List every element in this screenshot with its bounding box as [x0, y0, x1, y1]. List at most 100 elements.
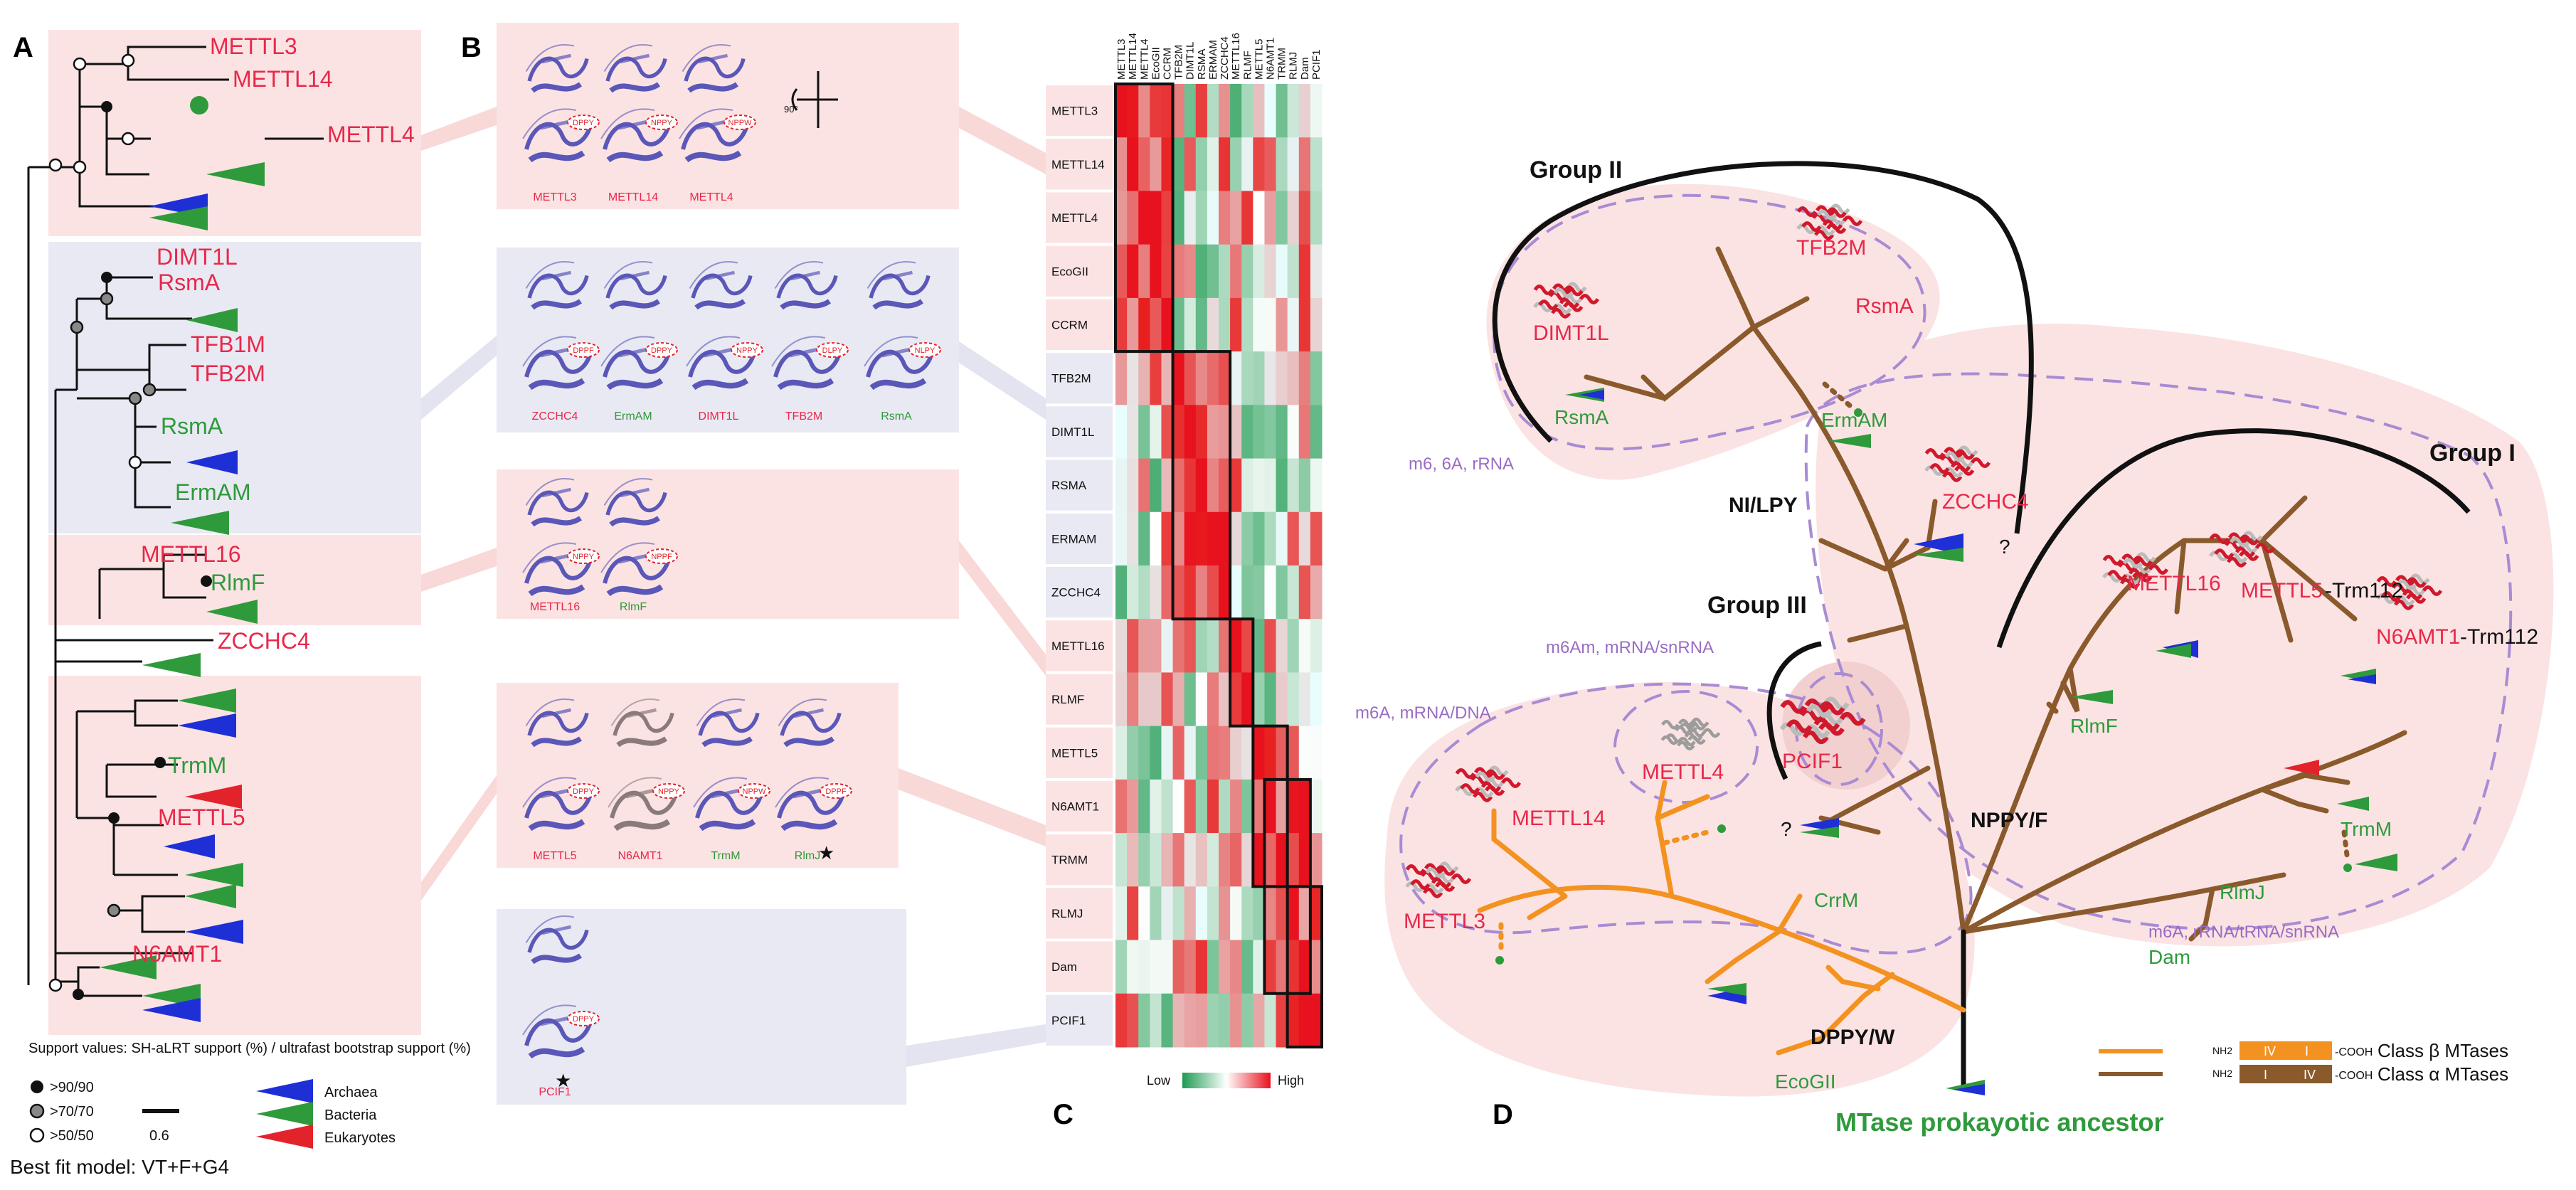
- structure-group-box: [497, 23, 959, 209]
- heatmap-row-label: Dam: [1051, 960, 1077, 974]
- heatmap-cell: [1253, 940, 1265, 994]
- heatmap-cell: [1310, 351, 1323, 405]
- heatmap-cell: [1276, 833, 1288, 887]
- heatmap-cell: [1287, 672, 1300, 727]
- heatmap-cell: [1115, 297, 1128, 352]
- unknown-marker: ?: [1999, 536, 2010, 558]
- heatmap-cell: [1253, 297, 1265, 352]
- support-legend-item: >70/70: [50, 1104, 94, 1120]
- heatmap-cell: [1150, 940, 1162, 994]
- motif-tag-text: NPPY: [651, 119, 673, 127]
- motif-iv: IV: [2304, 1068, 2316, 1082]
- class-beta-label: Class β MTases: [2378, 1040, 2508, 1061]
- panel-c-label: C: [1053, 1099, 1074, 1130]
- heatmap-cell: [1207, 244, 1219, 299]
- panel-d-label: D: [1493, 1099, 1513, 1130]
- node-label: TrmM: [2341, 818, 2392, 840]
- heatmap-row-label: PCIF1: [1051, 1014, 1086, 1027]
- heatmap-cell: [1276, 779, 1288, 834]
- heatmap-row-label: METTL3: [1051, 105, 1098, 118]
- group-box: [48, 242, 421, 533]
- support-dot: [121, 132, 135, 146]
- heatmap-cell: [1161, 137, 1174, 191]
- heatmap-cell: [1310, 565, 1323, 620]
- heatmap-cell: [1138, 726, 1150, 780]
- heatmap-cell: [1230, 940, 1242, 994]
- heatmap-cell: [1230, 137, 1242, 191]
- heatmap-cell: [1207, 726, 1219, 780]
- heatmap-cell: [1298, 726, 1311, 780]
- support-dot: [128, 391, 142, 405]
- heatmap-cell: [1310, 993, 1323, 1048]
- heatmap-cell: [1138, 511, 1150, 566]
- taxon-label: METTL16: [141, 541, 240, 567]
- heatmap-row-bg: [1046, 727, 1113, 778]
- support-dot: [107, 903, 121, 918]
- mettl5-structure: [2209, 531, 2276, 568]
- panel-b-label: B: [461, 32, 482, 63]
- legend-nh2: NH2: [2212, 1045, 2232, 1056]
- protein-structure-bottom: [600, 542, 671, 597]
- heatmap-cell: [1264, 940, 1277, 994]
- heatmap-cell: [1127, 940, 1139, 994]
- heatmap-cell: [1150, 351, 1162, 405]
- structure-label: METTL16: [530, 601, 580, 613]
- heatmap-cell: [1138, 886, 1150, 941]
- heatmap-cell: [1276, 886, 1288, 941]
- heatmap-cell: [1184, 993, 1197, 1048]
- heatmap-cell: [1195, 672, 1208, 727]
- protein-structure-top: [525, 261, 589, 310]
- class-alpha-bar: [2240, 1065, 2332, 1083]
- motif-tag-text: DPPY: [651, 346, 673, 355]
- heatmap-col-label: METTL5: [1253, 38, 1265, 80]
- heatmap-cell: [1127, 84, 1139, 138]
- motif-tag-text: NPPW: [728, 119, 753, 127]
- heatmap-cell: [1253, 511, 1265, 566]
- heatmap-cell: [1230, 726, 1242, 780]
- legend-nh2: NH2: [2212, 1068, 2232, 1079]
- heatmap-cell: [1230, 405, 1242, 459]
- node-label: RlmJ: [2220, 881, 2265, 903]
- heatmap-cell: [1264, 244, 1277, 299]
- heatmap-row-bg: [1046, 406, 1113, 457]
- heatmap-cell: [1253, 619, 1265, 673]
- heatmap-cell: [1115, 779, 1128, 834]
- node-label: METTL16: [2127, 572, 2221, 595]
- heatmap-cell: [1298, 940, 1311, 994]
- heatmap-cell: [1150, 726, 1162, 780]
- node-label: DIMT1L: [1533, 322, 1609, 345]
- node-label: -Trm112: [2325, 579, 2403, 602]
- structure-group-box: [497, 909, 906, 1105]
- heatmap-cell: [1219, 619, 1231, 673]
- heatmap-col-label: ZCCHC4: [1219, 36, 1231, 80]
- heatmap-cell: [1264, 993, 1277, 1048]
- heatmap-col-label: ERMAM: [1207, 40, 1219, 80]
- heatmap-row-label: RLMJ: [1051, 907, 1083, 920]
- heatmap-cell: [1230, 565, 1242, 620]
- structure-label: TFB2M: [785, 410, 822, 423]
- heatmap-cell: [1276, 458, 1288, 513]
- mettl14-structure: [1455, 765, 1522, 802]
- heatmap-cell: [1161, 619, 1174, 673]
- motif-tag: [645, 548, 678, 564]
- heatmap-cell: [1195, 726, 1208, 780]
- heatmap-cell: [1276, 84, 1288, 138]
- motif-tag-text: NPPY: [736, 346, 758, 355]
- heatmap-cell: [1230, 993, 1242, 1048]
- heatmap-cell: [1172, 137, 1185, 191]
- heatmap-cell: [1287, 351, 1300, 405]
- heatmap-cell: [1253, 565, 1265, 620]
- motif-tag: [567, 783, 600, 799]
- heatmap-cell: [1230, 779, 1242, 834]
- heatmap-cell: [1127, 458, 1139, 513]
- heatmap-cell: [1207, 779, 1219, 834]
- panel-d: D: [1355, 156, 2554, 1137]
- protein-structure-top: [682, 44, 746, 93]
- protein-structure-top: [610, 698, 674, 748]
- heatmap-cell: [1207, 886, 1219, 941]
- heatmap-cell: [1264, 779, 1277, 834]
- heatmap-cell: [1287, 191, 1300, 245]
- heatmap-cell: [1298, 191, 1311, 245]
- heatmap-cell: [1287, 779, 1300, 834]
- heatmap-cell: [1207, 405, 1219, 459]
